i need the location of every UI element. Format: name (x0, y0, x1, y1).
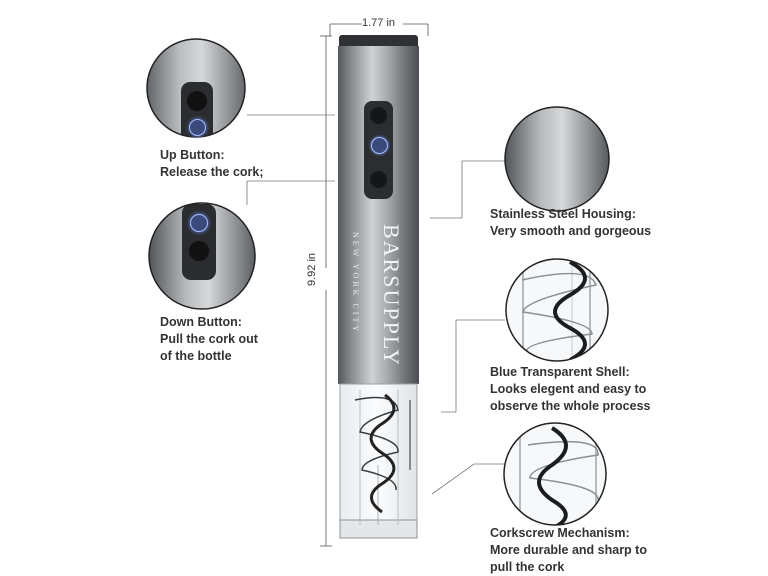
down-button-desc-1: Pull the cork out (160, 332, 258, 346)
down-button-desc-2: of the bottle (160, 349, 232, 363)
housing-zoom (505, 107, 609, 211)
dimension-lines (320, 23, 429, 547)
shell-zoom (506, 259, 608, 361)
up-button-title: Up Button: (160, 148, 225, 162)
device-body (338, 35, 419, 539)
power-icon (190, 214, 208, 232)
corkscrew-desc-1: More durable and sharp to (490, 543, 647, 557)
down-button-callout: Down Button: Pull the cork out of the bo… (160, 314, 258, 365)
shell-desc-2: observe the whole process (490, 399, 651, 413)
corkscrew-title: Corkscrew Mechanism: (490, 526, 630, 540)
height-dimension-label: 9.92 in (306, 252, 318, 286)
leader-lines (246, 114, 506, 495)
shell-callout: Blue Transparent Shell: Looks elegent an… (490, 364, 650, 415)
brand-logo: BARSUPPLY (378, 224, 404, 374)
housing-desc: Very smooth and gorgeous (490, 224, 652, 238)
power-icon (189, 119, 206, 136)
power-icon (371, 137, 388, 154)
housing-callout: Stainless Steel Housing: Very smooth and… (490, 206, 651, 240)
housing-title: Stainless Steel Housing: (490, 207, 636, 221)
shell-title: Blue Transparent Shell: (490, 365, 630, 379)
up-button[interactable] (370, 107, 387, 124)
down-button-title: Down Button: (160, 315, 242, 329)
down-button[interactable] (370, 171, 387, 188)
up-button-callout: Up Button: Release the cork; (160, 147, 264, 181)
brand-name: BARSUPPLY (379, 224, 404, 367)
shell-desc-1: Looks elegent and easy to (490, 382, 647, 396)
corkscrew-callout: Corkscrew Mechanism: More durable and sh… (490, 525, 647, 576)
brand-subtitle: NEW YORK CITY (351, 232, 360, 335)
corkscrew-desc-2: pull the cork (490, 560, 565, 574)
up-button-desc: Release the cork; (160, 165, 264, 179)
width-dimension-label: 1.77 in (362, 17, 396, 29)
